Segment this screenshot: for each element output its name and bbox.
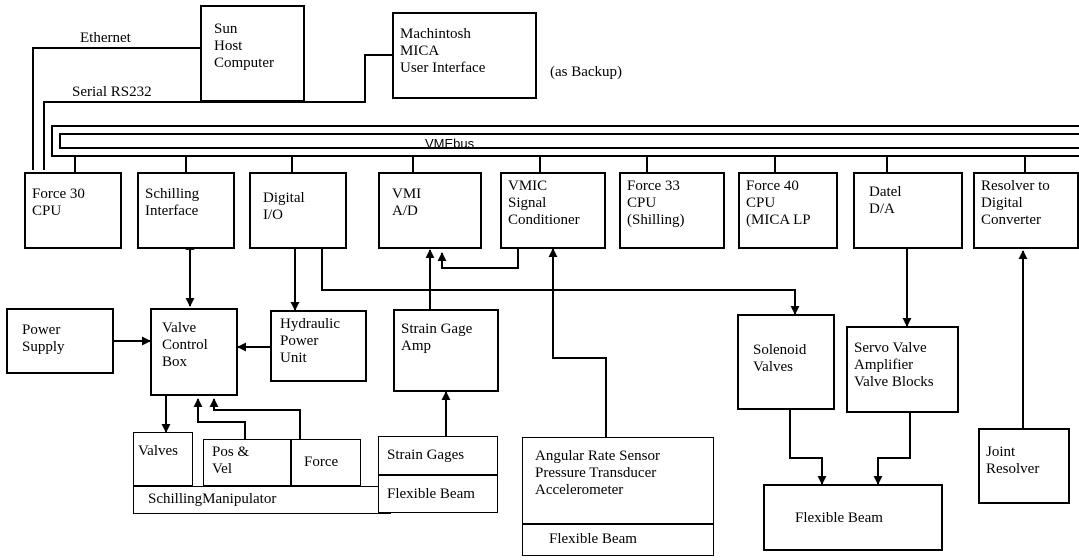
pos-vel: Pos & Vel [203, 439, 291, 486]
schilling-manipulator: SchillingManipulator [133, 486, 391, 514]
force33-cpu: Force 33 CPU (Shilling) [619, 172, 725, 249]
strain-gages: Strain Gages [378, 436, 498, 475]
force40-cpu: Force 40 CPU (MICA LP [738, 172, 838, 249]
as-backup-label: (as Backup) [550, 64, 623, 80]
servo-valve-amplifier: Servo Valve Amplifier Valve Blocks [846, 326, 959, 413]
power-supply: Power Supply [6, 308, 114, 374]
flexible-beam-actuated: Flexible Beam [763, 484, 943, 551]
sensors-block: Angular Rate Sensor Pressure Transducer … [522, 437, 714, 524]
force30-cpu: Force 30 CPU [24, 172, 122, 249]
valves: Valves [133, 432, 193, 486]
vmebus-label: VMEbus [425, 136, 475, 151]
vmebus-outer [51, 125, 1079, 157]
datel-da: Datel D/A [853, 172, 963, 249]
flexible-beam-strain: Flexible Beam [378, 475, 498, 513]
sun-host-computer: Sun Host Computer [200, 5, 305, 102]
valve-control-box: Valve Control Box [150, 308, 238, 396]
macintosh-mica-ui: Machintosh MICA User Interface [392, 12, 537, 99]
flexible-beam-sensors: Flexible Beam [522, 524, 714, 556]
schilling-interface: Schilling Interface [137, 172, 235, 249]
hydraulic-power-unit: Hydraulic Power Unit [270, 310, 367, 382]
serial-rs232-label: Serial RS232 [72, 84, 152, 100]
force: Force [291, 439, 361, 486]
joint-resolver: Joint Resolver [978, 428, 1070, 504]
digital-io: Digital I/O [249, 172, 347, 249]
solenoid-valves: Solenoid Valves [737, 314, 835, 410]
vmic-signal-conditioner: VMIC Signal Conditioner [500, 172, 606, 249]
vmi-ad: VMI A/D [378, 172, 482, 249]
strain-gage-amp: Strain Gage Amp [393, 309, 499, 392]
ethernet-label: Ethernet [80, 30, 131, 46]
ethernet-wire [32, 47, 200, 170]
serial-wire [43, 54, 392, 170]
vmebus-inner [59, 133, 1079, 149]
resolver-to-digital-converter: Resolver to Digital Converter [973, 172, 1079, 249]
